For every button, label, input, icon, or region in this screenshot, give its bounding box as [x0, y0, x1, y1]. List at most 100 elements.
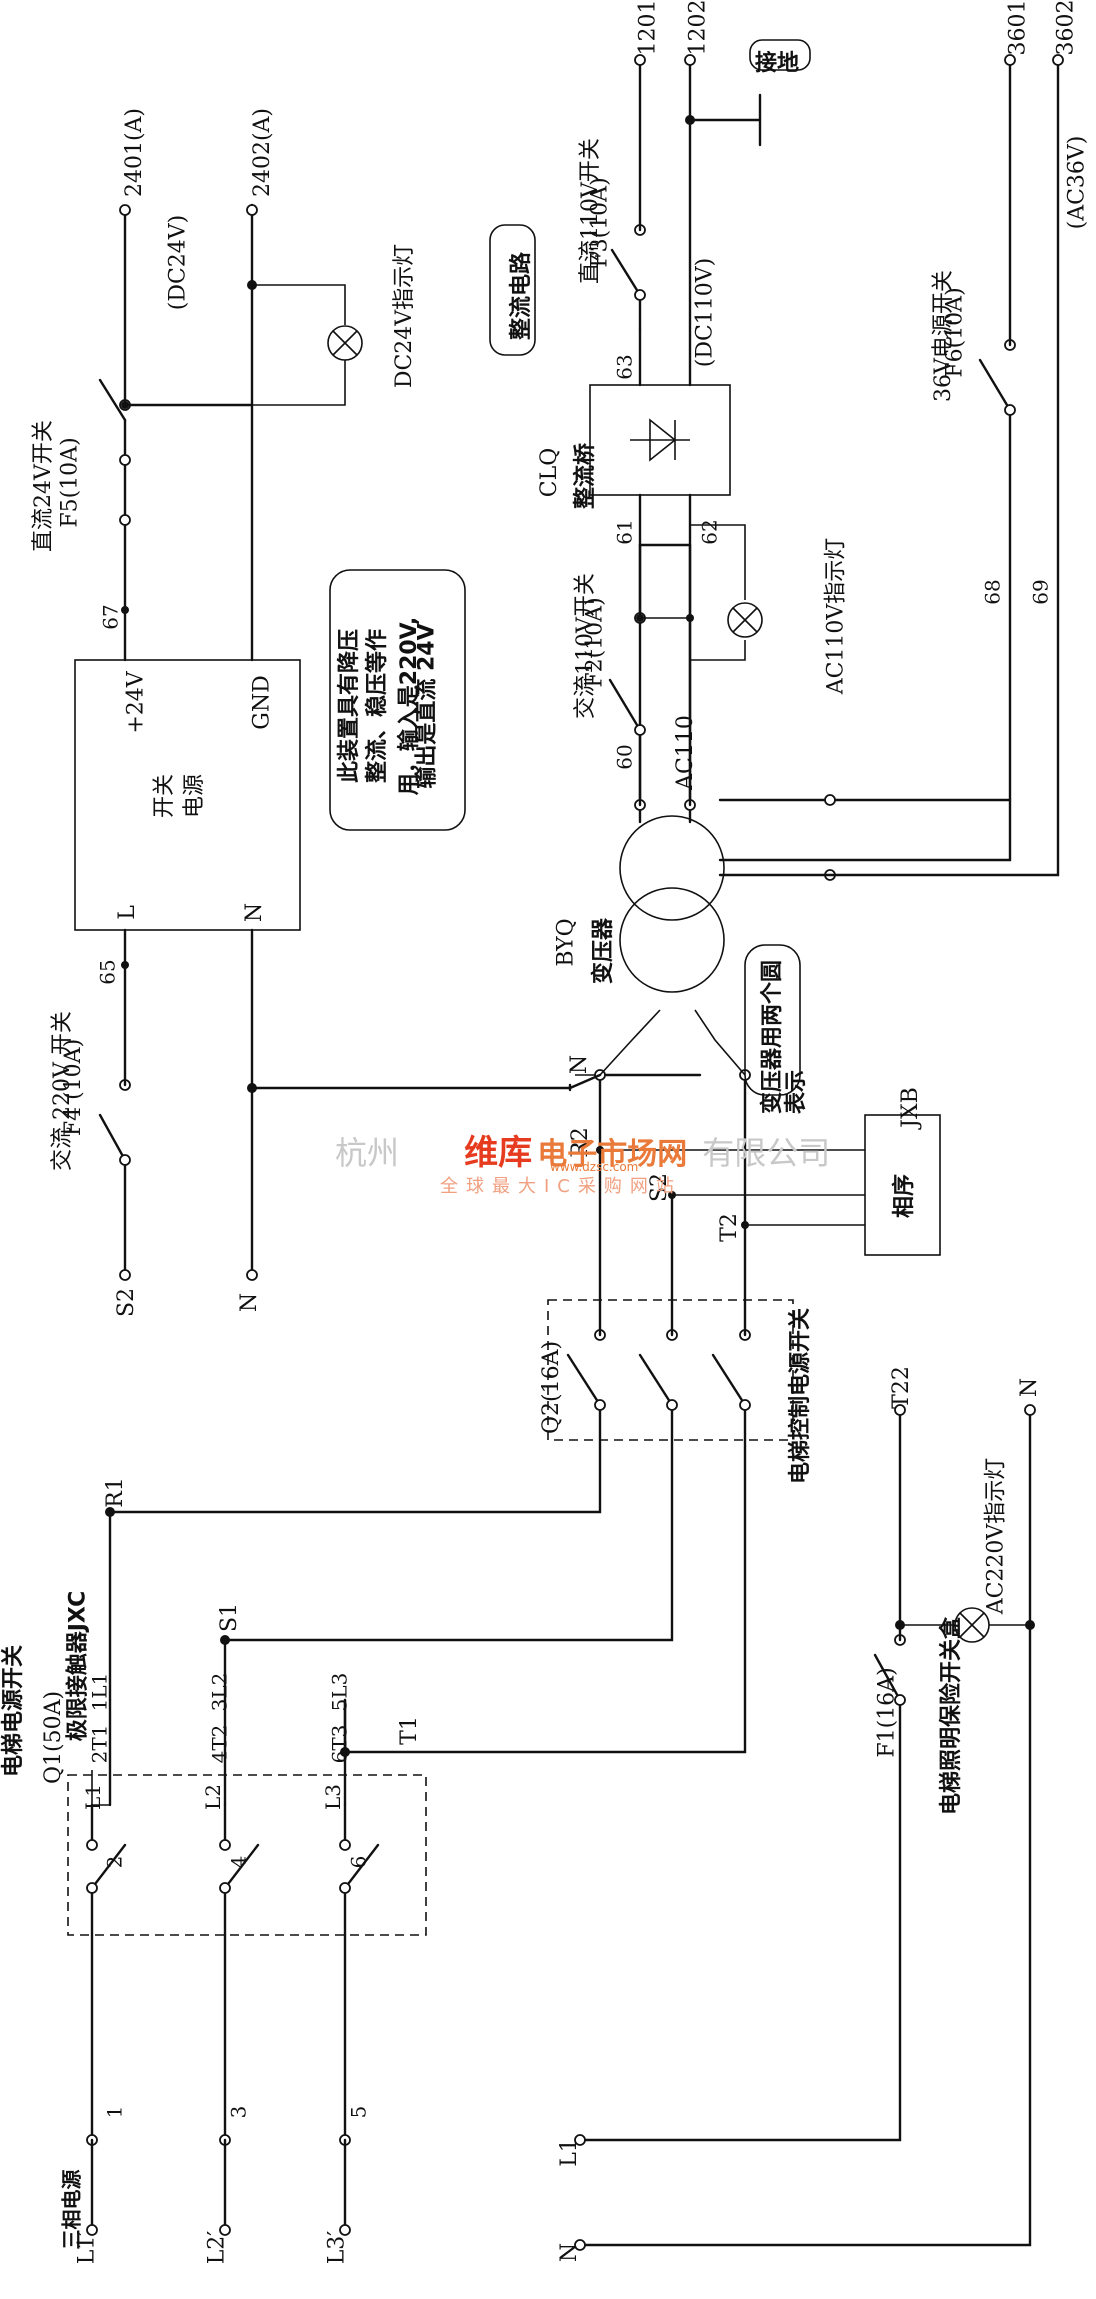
label-dc24v: (DC24V)	[165, 214, 191, 311]
label-1202: 1202	[685, 0, 711, 56]
label-jxc-l3: L3	[321, 1783, 346, 1811]
label-bridge: 整流桥	[573, 442, 599, 510]
label-ground: 接地	[755, 51, 800, 76]
label-q1-pin-6: 6	[346, 1855, 371, 1869]
label-jxb-body: 相序	[892, 1173, 918, 1219]
label-jxc-1l1: 1L1	[87, 1672, 112, 1712]
label-f5-title: 直流24V开关	[30, 420, 56, 552]
byq-transformer	[250, 815, 725, 1092]
label-transformer-type: 变压器	[591, 917, 617, 985]
label-psu-callout-4: 输出是直流 24V	[414, 623, 440, 789]
ac110-secondary	[608, 543, 696, 824]
label-ac36v: (AC36V)	[1064, 135, 1090, 230]
label-ac110-lamp: AC110V指示灯	[823, 537, 849, 695]
label-plus24: +24V	[123, 671, 149, 734]
watermark-brand: 维库	[464, 1133, 533, 1173]
label-dc24-lamp: DC24V指示灯	[392, 243, 418, 389]
label-t1: T1	[396, 1716, 422, 1745]
label-3602: 3602	[1053, 0, 1079, 56]
label-psu-2: 电源	[182, 773, 208, 819]
label-lighting-n: N	[1017, 1377, 1043, 1398]
label-s1: S1	[217, 1602, 243, 1633]
label-input-n: N	[557, 2242, 583, 2263]
label-l3-prime: L3′	[324, 2230, 350, 2265]
label-dc110v: (DC110V)	[692, 257, 718, 368]
label-q1-pin-3: 3	[226, 2105, 251, 2119]
label-w60: 60	[612, 744, 637, 770]
label-rectifier-callout: 整流电路	[509, 251, 535, 341]
label-w63: 63	[612, 354, 637, 380]
watermark: 杭州 维库 电子市场网 有限公司	[335, 1125, 830, 1174]
label-1201: 1201	[635, 0, 661, 56]
label-ac110: AC110	[672, 715, 698, 790]
label-ac220-lamp: AC220V指示灯	[983, 1457, 1009, 1615]
label-w67: 67	[98, 604, 123, 630]
label-w62: 62	[697, 519, 722, 545]
label-f2-rating: F2(10A)	[582, 597, 608, 688]
label-jxc-l2: L2	[201, 1783, 226, 1811]
q1-power-switch	[67, 1774, 427, 2146]
switching-psu-section	[74, 203, 363, 1281]
label-lighting-box: 电梯照明保险开关盒	[939, 1616, 965, 1816]
label-w69: 69	[1028, 579, 1053, 605]
label-clq: CLQ	[537, 447, 563, 498]
label-q1-pin-4: 4	[226, 1855, 251, 1869]
label-r1: R1	[102, 1477, 128, 1508]
label-q1-pin-5: 5	[346, 2105, 371, 2119]
phase-wires	[105, 1408, 747, 1757]
label-three-phase: 三相电源	[59, 2169, 84, 2250]
ac36-secondary	[718, 54, 1064, 881]
label-f1-rating: F1(16A)	[874, 1667, 900, 1758]
label-transformer-n: N	[567, 1054, 593, 1075]
lighting-branch	[578, 1404, 1036, 2247]
label-jxc-5l3: 5L3	[327, 1672, 352, 1712]
label-2401: 2401(A)	[122, 107, 148, 198]
watermark-tagline: 全球最大IC采购网站	[440, 1176, 682, 1197]
label-jxb-name: JXB	[897, 1087, 923, 1128]
label-s2-left: S2	[114, 1287, 140, 1318]
label-jxc-2t1: 2T1	[87, 1724, 112, 1764]
watermark-left: 杭州	[335, 1134, 400, 1172]
label-n-left: N	[237, 1292, 263, 1313]
label-t22: T22	[888, 1366, 914, 1409]
q2-control-switch	[547, 1148, 794, 1441]
label-w68: 68	[980, 579, 1005, 605]
watermark-site: 电子市场网	[537, 1137, 688, 1172]
label-jxc-3l2: 3L2	[207, 1672, 232, 1712]
label-2402: 2402(A)	[250, 107, 276, 198]
label-gnd: GND	[249, 675, 275, 730]
label-transformer-callout: 变压器用两个圆表示	[760, 959, 809, 1114]
label-psu-callout-2: 整流、稳压等作	[365, 628, 391, 784]
label-l2-prime: L2′	[204, 2230, 230, 2265]
label-q2-rating: Q2(16A)	[539, 1340, 565, 1435]
watermark-right: 有限公司	[702, 1134, 831, 1172]
label-psu-l: L	[114, 905, 140, 920]
label-f3-rating: F3(10A)	[587, 177, 613, 268]
label-jxc-6t3: 6T3	[327, 1724, 352, 1764]
label-input-l1: L1	[556, 2138, 582, 2167]
watermark-url: www.dzsc.com	[550, 1160, 639, 1174]
label-psu-n: N	[242, 902, 268, 923]
label-t2: T2	[716, 1213, 742, 1242]
label-f5-rating: F5(10A)	[57, 437, 83, 528]
label-byq: BYQ	[553, 918, 579, 967]
label-psu-1: 开关	[152, 773, 178, 819]
callout-boxes	[329, 39, 811, 1096]
label-f4-rating: F4 (10A)	[61, 1038, 87, 1137]
label-3601: 3601	[1005, 0, 1031, 56]
clq-rectifier-bridge	[589, 54, 762, 547]
label-jxc-title: 极限接触器JXC	[65, 1590, 91, 1742]
label-jxc-l1: L1	[81, 1783, 106, 1811]
label-q1-pin-2: 2	[102, 1855, 127, 1869]
label-jxc-4t2: 4T2	[207, 1724, 232, 1764]
label-q1-pin-1: 1	[102, 2105, 127, 2119]
label-q1-title: 电梯电源开关	[1, 1644, 27, 1778]
label-q2-title: 电梯控制电源开关	[788, 1307, 814, 1485]
label-w65: 65	[95, 959, 120, 985]
input-terminals	[86, 2134, 586, 2251]
ac110-lamp-loop	[690, 524, 763, 661]
label-f6-rating: F6(10A)	[942, 287, 968, 378]
label-w61: 61	[612, 519, 637, 545]
